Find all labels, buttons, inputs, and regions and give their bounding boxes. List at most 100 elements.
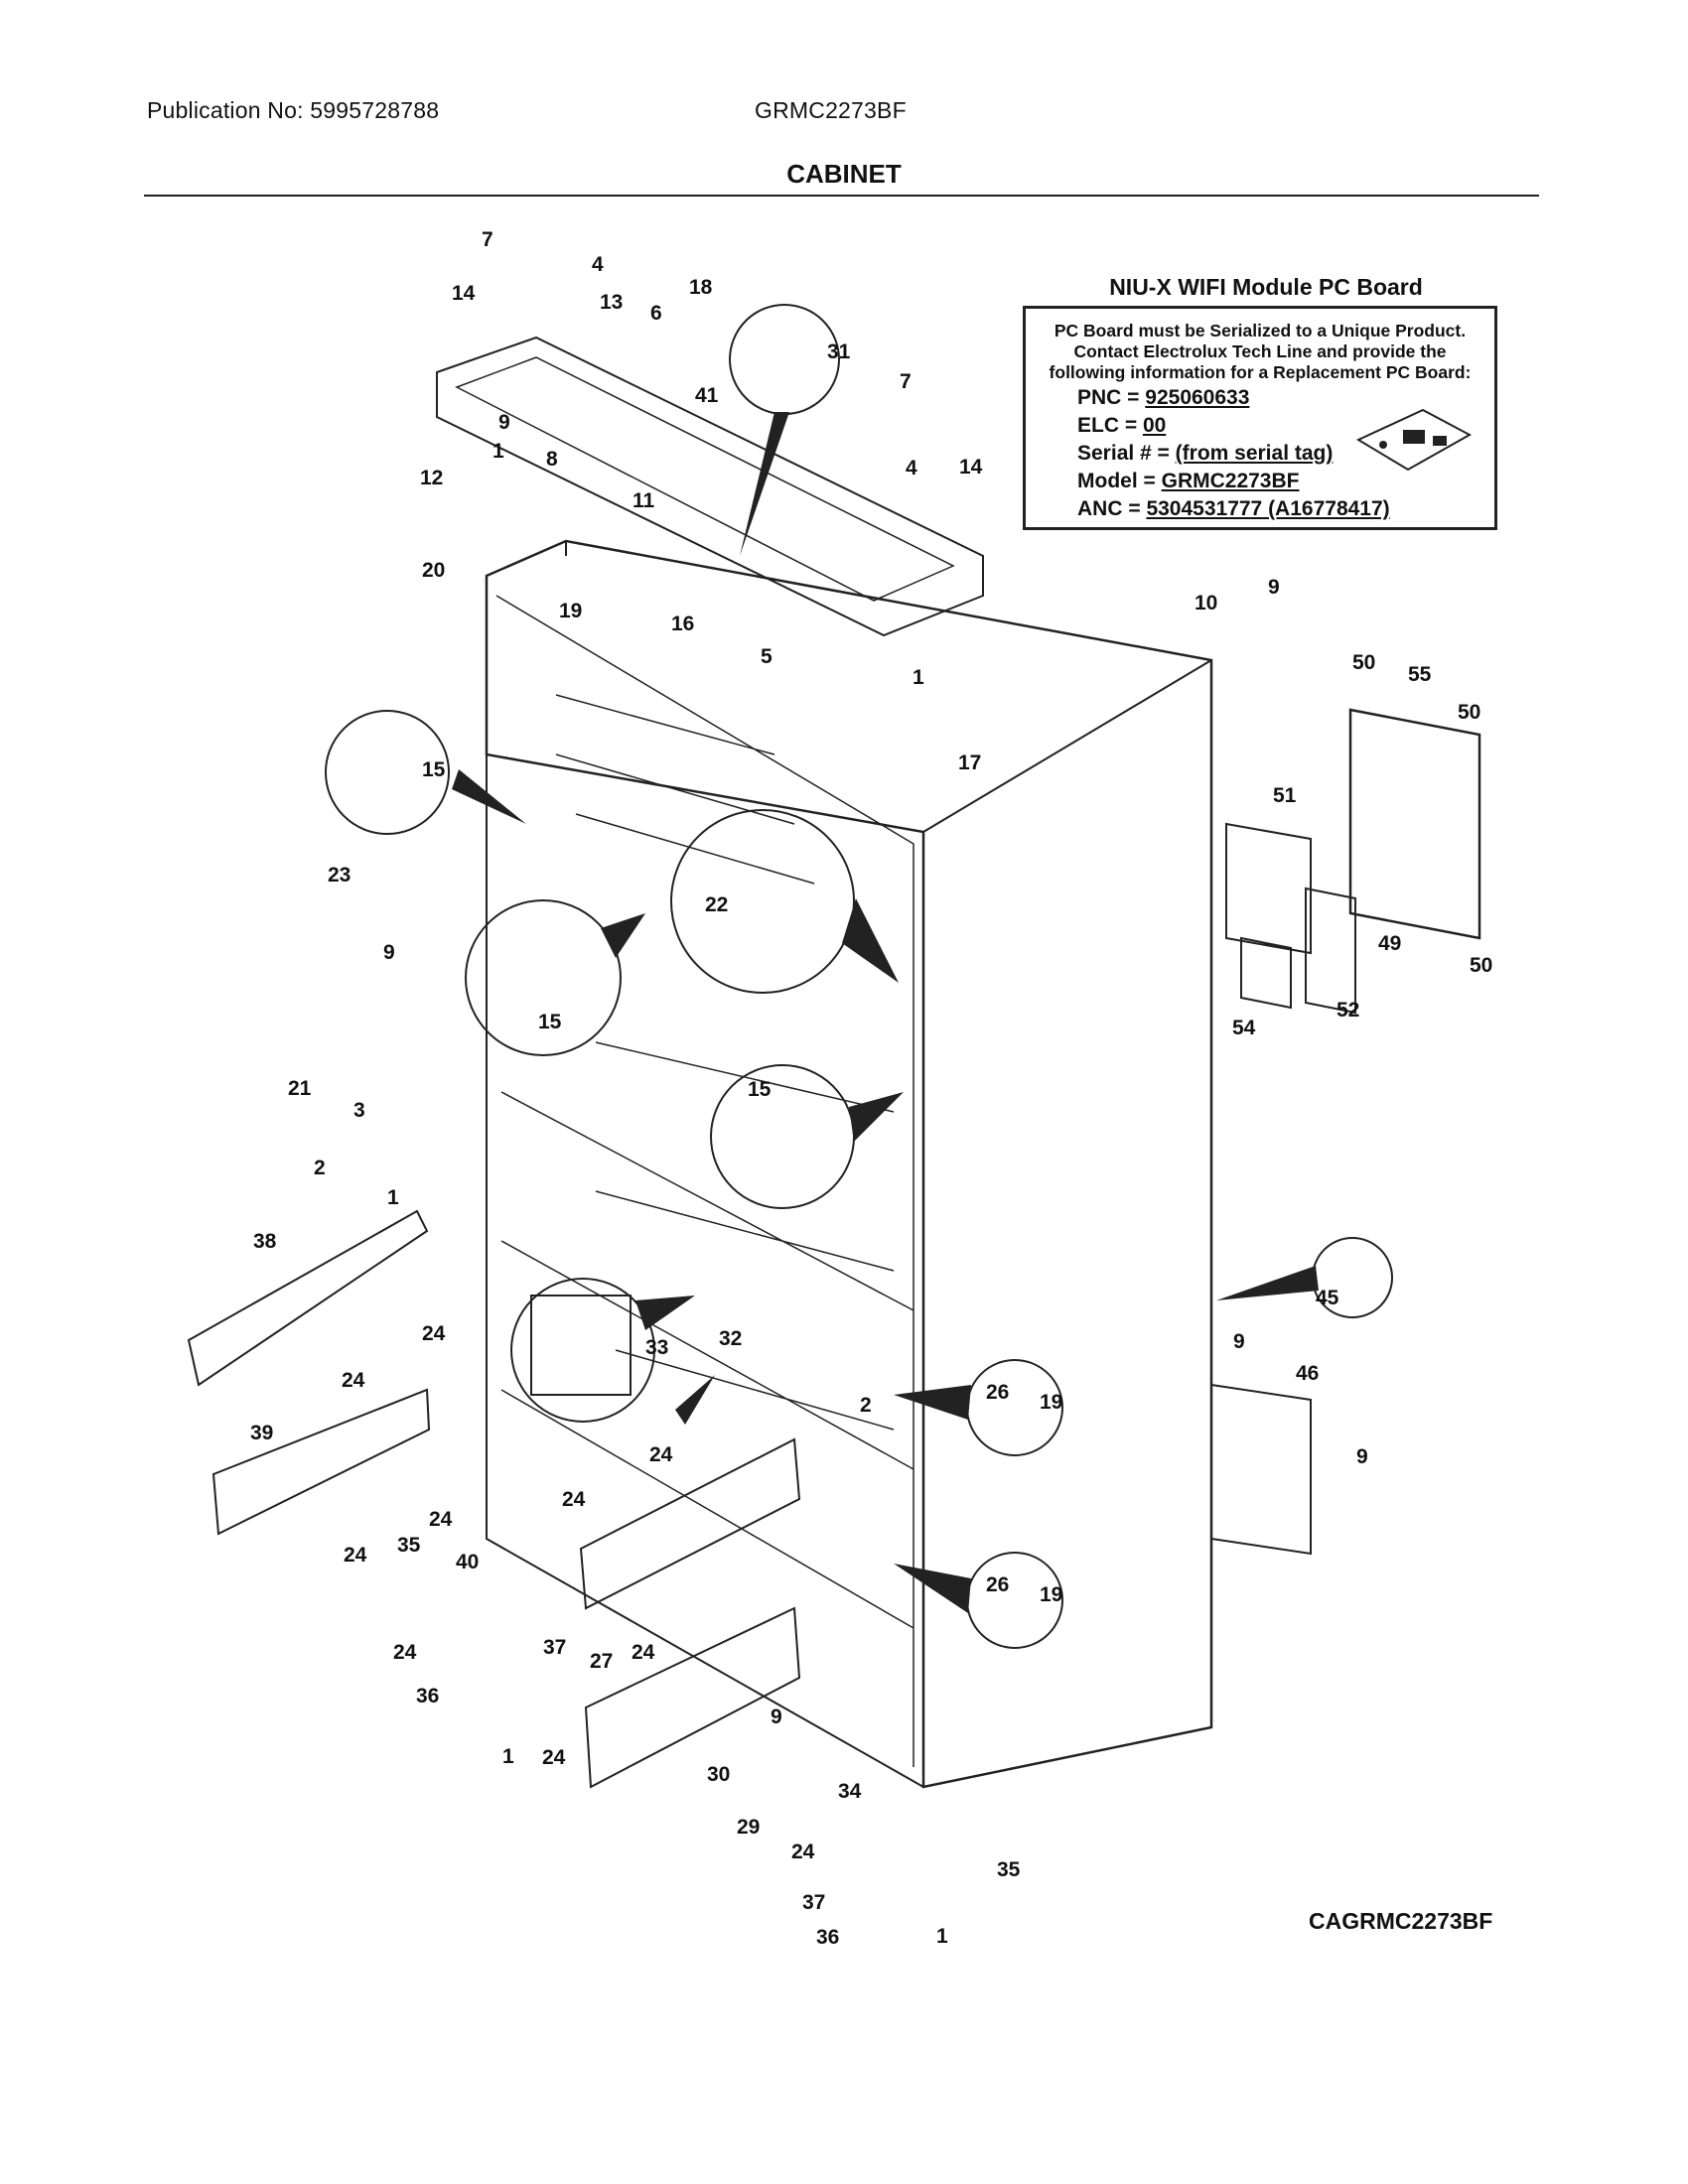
- zoom-circle-15a: [325, 710, 450, 835]
- callout: 10: [1195, 592, 1217, 614]
- trim-38: [187, 1209, 429, 1387]
- callout: 24: [632, 1641, 655, 1664]
- trim-39: [211, 1388, 431, 1536]
- callout: 15: [422, 758, 446, 781]
- niu-field-serial: Serial # = (from serial tag): [1077, 442, 1334, 465]
- callout: 9: [771, 1706, 782, 1728]
- publication-number: Publication No: 5995728788: [147, 97, 440, 123]
- callout: 49: [1378, 932, 1401, 955]
- cabinet-front-edge: [486, 576, 924, 1788]
- callout: 24: [344, 1544, 367, 1567]
- pc-board-housing: [1348, 708, 1481, 940]
- callout: 37: [543, 1636, 566, 1659]
- niu-field-elc: ELC = 00: [1077, 414, 1167, 437]
- callout: 35: [397, 1534, 421, 1557]
- callout: 40: [456, 1551, 479, 1573]
- niu-info-box: PC Board must be Serialized to a Unique …: [1023, 306, 1497, 530]
- pointer-45: [1216, 1266, 1319, 1300]
- callout: 29: [737, 1816, 760, 1839]
- pc-board: [1225, 822, 1356, 1015]
- callout: 36: [416, 1685, 439, 1707]
- pointer-15c: [849, 1092, 904, 1142]
- callout: 15: [538, 1011, 562, 1033]
- callout: 9: [1356, 1445, 1368, 1468]
- cabinet-top-edge: [565, 541, 1212, 833]
- inset-box-33: [530, 1295, 632, 1396]
- model-number: GRMC2273BF: [755, 97, 907, 123]
- callout: 1: [387, 1186, 399, 1209]
- pointer-15a: [452, 769, 526, 824]
- callout: 17: [958, 751, 981, 774]
- callout: 2: [314, 1157, 326, 1179]
- callout: 19: [559, 600, 582, 622]
- callout: 35: [997, 1858, 1021, 1881]
- niu-note-line: following information for a Replacement …: [1049, 362, 1472, 382]
- callout: 14: [452, 282, 476, 305]
- callout: 45: [1316, 1287, 1339, 1309]
- niu-note-line: PC Board must be Serialized to a Unique …: [1054, 321, 1467, 341]
- callout: 41: [695, 384, 719, 407]
- callout: 24: [791, 1841, 815, 1863]
- niu-box-title: NIU-X WIFI Module PC Board: [1109, 274, 1423, 300]
- callout: 52: [1336, 999, 1359, 1022]
- zoom-circle-33: [510, 1278, 655, 1423]
- callout: 23: [328, 864, 351, 887]
- pointer-26a: [894, 1385, 971, 1420]
- callout: 34: [838, 1780, 862, 1803]
- callout: 30: [707, 1763, 730, 1786]
- callout: 46: [1296, 1362, 1319, 1385]
- top-cover-inner: [455, 356, 955, 602]
- callout: 24: [649, 1443, 673, 1466]
- callout: 1: [492, 440, 504, 463]
- callout: 55: [1408, 663, 1432, 686]
- callout: 1: [913, 666, 924, 689]
- callout: 9: [498, 411, 510, 434]
- callout: 54: [1232, 1017, 1256, 1039]
- callout: 27: [590, 1650, 613, 1673]
- callout: 4: [906, 457, 917, 479]
- cabinet-liner: [495, 595, 914, 1767]
- callout: 24: [342, 1369, 365, 1392]
- pc-board-icon: [1355, 408, 1473, 472]
- shelf-lines: [555, 694, 895, 1431]
- callout: 13: [600, 291, 623, 314]
- zoom-circle-22: [670, 809, 855, 994]
- callout: 51: [1273, 784, 1297, 807]
- callout: 24: [422, 1322, 446, 1345]
- pointer-33b: [675, 1375, 715, 1425]
- callout: 50: [1470, 954, 1492, 977]
- panel-30: [584, 1606, 801, 1789]
- callout: 8: [546, 448, 558, 471]
- niu-field-anc: ANC = 5304531777 (A16778417): [1077, 497, 1390, 520]
- callout: 19: [1040, 1391, 1062, 1414]
- callout: 7: [900, 370, 912, 393]
- callout: 24: [562, 1488, 586, 1511]
- callout: 50: [1352, 651, 1375, 674]
- pointer-15b: [601, 913, 645, 958]
- pointer-33: [635, 1296, 695, 1330]
- callout: 11: [633, 489, 655, 512]
- cabinet-outline: [485, 539, 1213, 1789]
- niu-field-pnc: PNC = 925060633: [1077, 386, 1250, 409]
- panel-27: [579, 1437, 801, 1610]
- callout: 38: [253, 1230, 277, 1253]
- callout: 6: [650, 302, 662, 325]
- callout: 1: [502, 1745, 514, 1768]
- niu-field-model: Model = GRMC2273BF: [1077, 470, 1300, 492]
- callout: 39: [250, 1422, 273, 1444]
- pointer-26b: [894, 1564, 971, 1613]
- header-rule: [144, 195, 1539, 197]
- callout: 18: [689, 276, 713, 299]
- pointer-31: [740, 412, 789, 556]
- callout: 37: [802, 1891, 825, 1914]
- rear-grille: [1210, 1383, 1312, 1556]
- callout: 36: [816, 1926, 839, 1949]
- callout: 26: [986, 1573, 1009, 1596]
- zoom-circle-31: [729, 304, 840, 415]
- callout: 9: [1233, 1330, 1245, 1353]
- callout: 24: [429, 1508, 453, 1531]
- callout: 9: [383, 941, 395, 964]
- diagram-code: CAGRMC2273BF: [1309, 1908, 1493, 1934]
- callout: 16: [671, 613, 694, 635]
